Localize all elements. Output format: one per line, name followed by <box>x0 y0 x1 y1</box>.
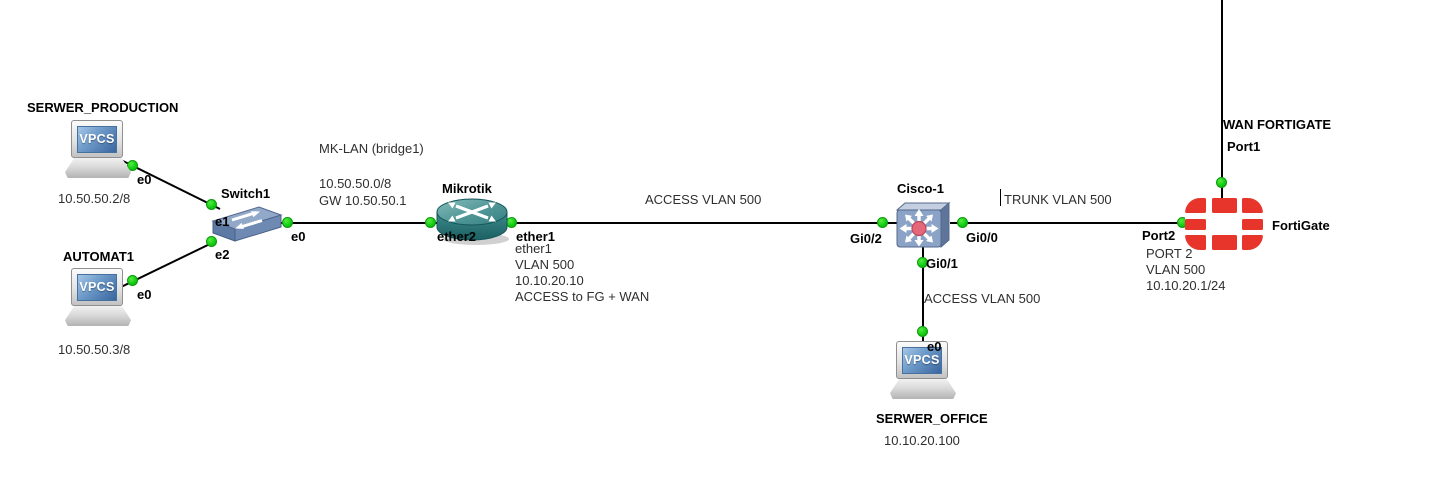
mikrotik-note-line3: 10.10.20.10 <box>515 273 584 288</box>
annotation-access-vlan-500-mid[interactable]: ACCESS VLAN 500 <box>645 192 762 207</box>
cisco-top-face <box>895 202 951 211</box>
vpcs-monitor: VPCS <box>71 268 123 306</box>
port-label-serwer-production-e0[interactable]: e0 <box>137 172 152 187</box>
fortinet-block <box>1211 235 1237 250</box>
link-status-dot <box>206 236 217 247</box>
annotation-fortigate-port2-config[interactable]: PORT 2 VLAN 500 10.10.20.1/24 <box>1146 246 1226 294</box>
fortigate-note-line2: VLAN 500 <box>1146 262 1206 277</box>
fortinet-block-center <box>1211 218 1237 230</box>
node-mikrotik router-icon[interactable] <box>434 197 512 247</box>
annotation-ip-serwer-production[interactable]: 10.50.50.2/8 <box>58 191 131 206</box>
node-serwer-production[interactable]: VPCS <box>65 120 131 178</box>
fortinet-block <box>1242 218 1263 230</box>
label-wan-fortigate[interactable]: WAN FORTIGATE <box>1223 117 1332 132</box>
cisco-center-dot <box>911 220 927 237</box>
annotation-mikrotik-ether1-config[interactable]: ether1 VLAN 500 10.10.20.10 ACCESS to FG… <box>515 241 649 305</box>
cisco-right-face <box>940 201 950 249</box>
port-label-serwer-office-e0[interactable]: e0 <box>927 339 942 354</box>
annotation-access-vlan-500-office[interactable]: ACCESS VLAN 500 <box>924 291 1041 306</box>
vpcs-keyboard <box>65 157 131 178</box>
link-status-dot <box>1216 177 1227 188</box>
switch-top-face <box>211 206 283 230</box>
node-label-serwer-office[interactable]: SERWER_OFFICE <box>876 411 988 426</box>
link-status-dot <box>877 217 888 228</box>
vpcs-icon: VPCS <box>902 346 942 374</box>
fortinet-block <box>1185 198 1206 213</box>
cisco-arrowheads-icon <box>899 209 939 247</box>
link-status-dot <box>206 199 217 210</box>
mikrotik-note-line1: ether1 <box>515 241 552 256</box>
port-label-switch1-e2[interactable]: e2 <box>215 247 230 262</box>
node-label-automat1[interactable]: AUTOMAT1 <box>63 249 135 264</box>
port-label-cisco1-gi0-1[interactable]: Gi0/1 <box>926 256 958 271</box>
mikrotik-note-line4: ACCESS to FG + WAN <box>515 289 650 304</box>
node-fortigate firewall-icon[interactable] <box>1185 198 1263 250</box>
fortinet-block <box>1211 198 1237 213</box>
link-status-dot <box>957 217 968 228</box>
annotation-mk-lan-bridge[interactable]: MK-LAN (bridge1) <box>319 141 424 156</box>
vpcs-monitor: VPCS <box>71 120 123 158</box>
node-cisco1 multilayer-switch-icon[interactable] <box>895 201 951 249</box>
node-automat1[interactable]: VPCS <box>65 268 131 326</box>
port-label-switch1-e1[interactable]: e1 <box>215 214 230 229</box>
fortinet-block <box>1242 198 1263 213</box>
node-label-switch1[interactable]: Switch1 <box>221 186 271 201</box>
node-label-serwer-production[interactable]: SERWER_PRODUCTION <box>27 100 179 115</box>
port-label-fortigate-port2[interactable]: Port2 <box>1142 228 1176 243</box>
vpcs-icon: VPCS <box>77 125 117 153</box>
link-status-dot <box>917 326 928 337</box>
port-label-mikrotik-ether1[interactable]: ether1 <box>516 229 556 244</box>
fortigate-note-line3: 10.10.20.1/24 <box>1146 278 1226 293</box>
link-status-dot <box>282 217 293 228</box>
fortinet-block <box>1185 218 1206 230</box>
port-label-fortigate-port1[interactable]: Port1 <box>1227 139 1261 154</box>
annotation-lan-gateway: GW 10.50.50.1 <box>319 193 407 208</box>
port-label-automat1-e0[interactable]: e0 <box>137 287 152 302</box>
node-label-cisco1[interactable]: Cisco-1 <box>897 181 944 196</box>
link-status-dot <box>127 160 138 171</box>
annotation-trunk-vlan-500[interactable]: TRUNK VLAN 500 <box>1004 192 1112 207</box>
fortinet-block <box>1242 235 1263 250</box>
link-status-dot <box>425 217 436 228</box>
port-label-switch1-e0[interactable]: e0 <box>291 229 306 244</box>
vpcs-keyboard <box>890 378 956 399</box>
node-label-fortigate[interactable]: FortiGate <box>1272 218 1330 233</box>
node-switch1 ethernet-switch-icon[interactable] <box>210 204 284 244</box>
fortinet-block <box>1185 235 1206 250</box>
text-cursor <box>1000 189 1001 206</box>
vpcs-icon: VPCS <box>77 273 117 301</box>
annotation-ip-serwer-office[interactable]: 10.10.20.100 <box>884 433 960 448</box>
annotation-lan-subnet-gw[interactable]: 10.50.50.0/8 GW 10.50.50.1 <box>319 175 406 209</box>
link-status-dot <box>917 257 928 268</box>
node-serwer-office[interactable]: VPCS <box>890 341 956 399</box>
router-arrows-icon <box>448 202 496 222</box>
mikrotik-note-line2: VLAN 500 <box>515 257 575 272</box>
port-label-cisco1-gi0-2[interactable]: Gi0/2 <box>850 231 882 246</box>
node-label-mikrotik[interactable]: Mikrotik <box>442 181 492 196</box>
switch-arrows-icon <box>231 211 263 229</box>
annotation-lan-subnet: 10.50.50.0/8 <box>319 176 392 191</box>
link-status-dot <box>127 275 138 286</box>
vpcs-keyboard <box>65 305 131 326</box>
annotation-ip-automat1[interactable]: 10.50.50.3/8 <box>58 342 131 357</box>
fortigate-note-line1: PORT 2 <box>1146 246 1193 261</box>
port-label-cisco1-gi0-0[interactable]: Gi0/0 <box>966 230 998 245</box>
vpcs-monitor: VPCS <box>896 341 948 379</box>
port-label-mikrotik-ether2[interactable]: ether2 <box>437 229 477 244</box>
